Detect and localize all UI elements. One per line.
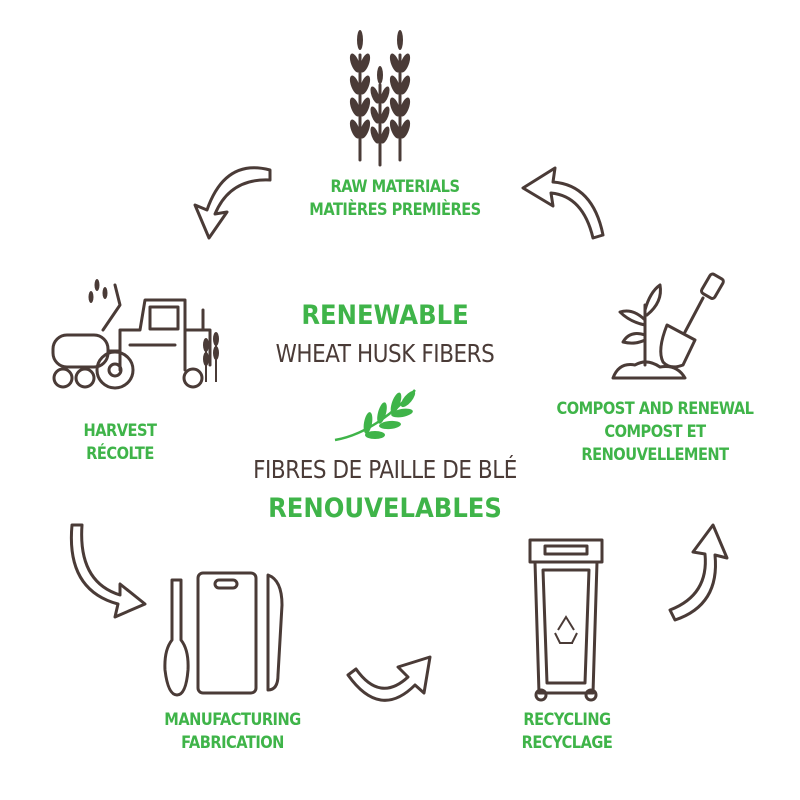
label-raw-materials: RAW MATERIALS MATIÈRES PREMIÈRES <box>305 176 486 222</box>
label-recycling-en: RECYCLING <box>523 710 611 730</box>
label-compost: COMPOST AND RENEWAL COMPOST ET RENOUVELL… <box>535 398 776 467</box>
label-harvest-fr: RÉCOLTE <box>86 444 154 464</box>
plant-shovel-icon <box>611 272 725 380</box>
label-compost-fr2: RENOUVELLEMENT <box>581 445 729 465</box>
tractor-icon <box>51 279 219 390</box>
utensils-icon <box>163 571 284 697</box>
label-raw-materials-en: RAW MATERIALS <box>330 177 460 197</box>
arrow-raw-to-harvest <box>193 166 272 240</box>
label-harvest: HARVEST RÉCOLTE <box>56 420 185 466</box>
center-title-renouvelables: RENOUVELABLES <box>268 493 502 524</box>
wheat-icon <box>349 30 411 167</box>
label-compost-fr1: COMPOST ET <box>604 422 706 442</box>
label-harvest-en: HARVEST <box>83 421 157 441</box>
label-manufacturing-fr: FABRICATION <box>181 733 284 753</box>
recycling-bin-icon <box>528 538 604 702</box>
center-subtitle-en: WHEAT HUSK FIBERS <box>275 339 495 368</box>
label-recycling-fr: RECYCLAGE <box>521 733 613 753</box>
label-manufacturing-en: MANUFACTURING <box>164 710 301 730</box>
label-raw-materials-fr: MATIÈRES PREMIÈRES <box>309 200 481 220</box>
arrow-harvest-to-manufacturing <box>69 523 147 619</box>
label-compost-en: COMPOST AND RENEWAL <box>556 399 755 419</box>
arrow-compost-to-raw <box>521 166 605 240</box>
arrow-recycling-to-compost <box>668 523 729 622</box>
label-recycling: RECYCLING RECYCLAGE <box>503 709 632 755</box>
leaf-branch-icon <box>334 389 416 442</box>
center-subtitle-fr: FIBRES DE PAILLE DE BLÉ <box>253 455 517 484</box>
center-title-renewable: RENEWABLE <box>301 300 469 331</box>
arrow-manufacturing-to-recycling <box>346 655 432 702</box>
label-manufacturing: MANUFACTURING FABRICATION <box>153 709 312 755</box>
